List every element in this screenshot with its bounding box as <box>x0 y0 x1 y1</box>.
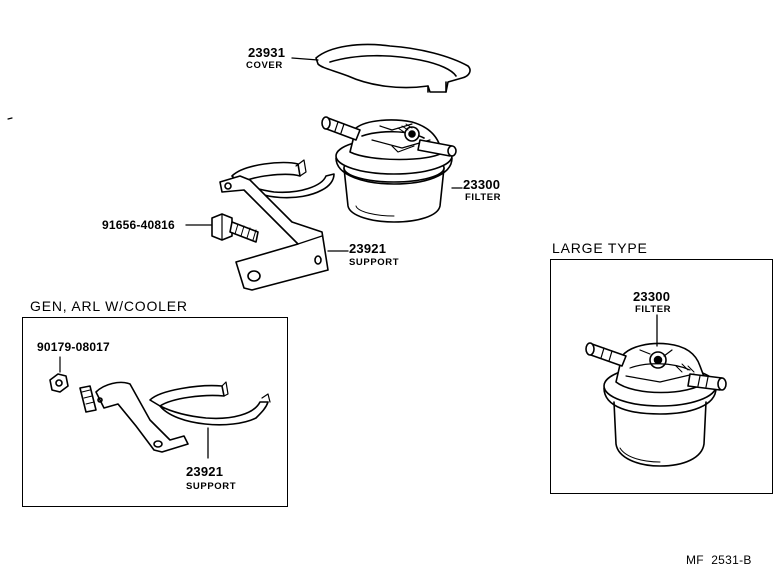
gen-arl-inset-title: GEN, ARL W/COOLER <box>30 298 188 314</box>
support-drawing <box>219 159 349 291</box>
filter-large-part-number: 23300 <box>633 289 671 304</box>
filter-drawing <box>321 116 463 223</box>
large-type-inset-title: LARGE TYPE <box>552 240 648 256</box>
gen-arl-inset-frame <box>22 317 288 507</box>
stray-mark <box>7 117 13 120</box>
large-filter-drawing <box>585 314 727 467</box>
support-part-name: SUPPORT <box>349 257 400 268</box>
bolt-drawing <box>185 213 259 243</box>
diagram-code: MF 2531-B <box>686 553 752 567</box>
support-alt-part-name: SUPPORT <box>186 481 237 492</box>
support-part-number: 23921 <box>349 241 387 256</box>
filter-large-part-name: FILTER <box>635 304 672 315</box>
cover-part-name: COVER <box>246 60 283 71</box>
filter-part-number: 23300 <box>463 177 501 192</box>
support-alt-part-number: 23921 <box>186 464 224 479</box>
cover-drawing <box>291 43 471 93</box>
large-type-inset-frame <box>550 259 773 494</box>
gen-arl-drawing <box>49 356 271 459</box>
bolt-part-number: 91656-40816 <box>102 218 175 232</box>
cover-part-number: 23931 <box>248 45 286 60</box>
filter-part-name: FILTER <box>465 192 502 203</box>
nut-part-number: 90179-08017 <box>37 340 110 354</box>
